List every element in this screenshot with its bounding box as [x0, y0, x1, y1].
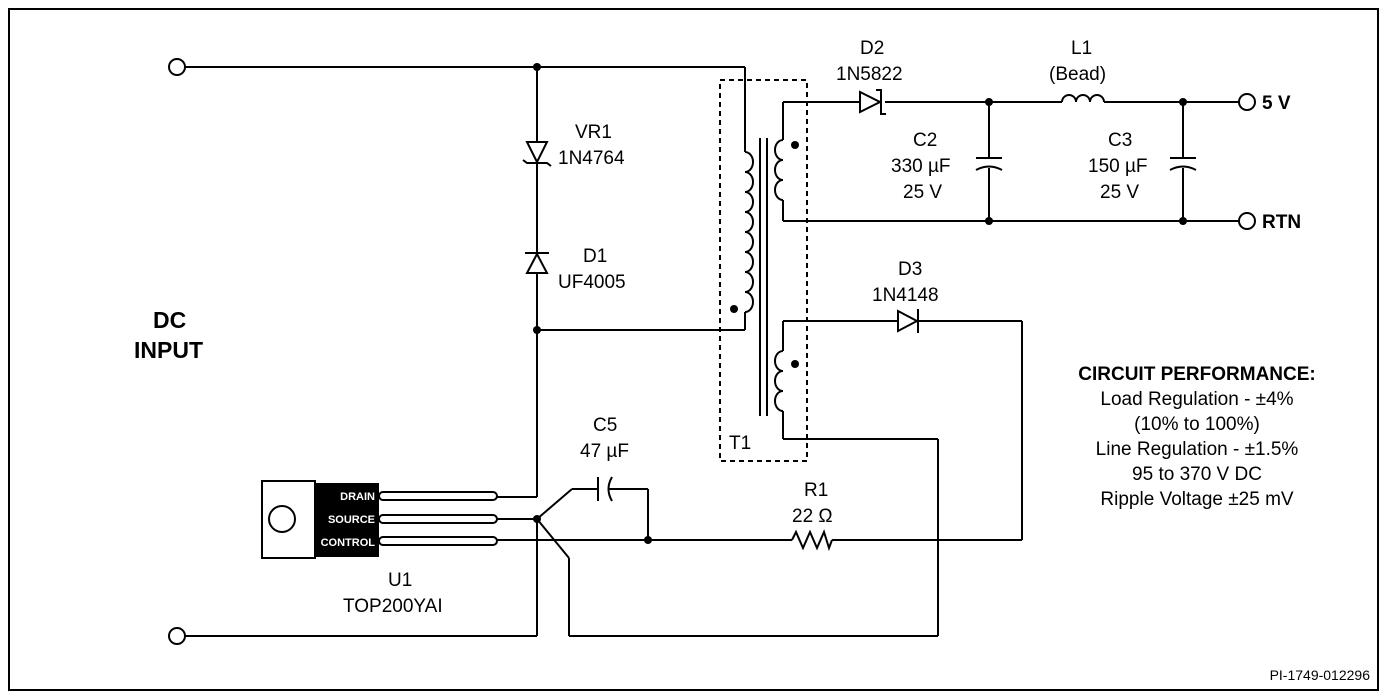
input-terminal-top: [168, 58, 186, 76]
c3-ref: C3: [1108, 130, 1132, 151]
c3-capacitor: C3 150 µF 25 V: [1088, 130, 1197, 203]
performance-line: Line Regulation - ±1.5%: [1096, 439, 1299, 460]
c2-capacitor: C2 330 µF 25 V: [891, 130, 1003, 203]
dc-input-label-line1: DC: [153, 307, 186, 333]
output-terminal-rtn: [1238, 212, 1256, 230]
d3-ref: D3: [898, 259, 922, 280]
d3-diode: D3 1N4148: [872, 259, 939, 333]
figure-id: PI-1749-012296: [1270, 667, 1371, 683]
performance-line: Load Regulation - ±4%: [1100, 389, 1293, 410]
u1-pin-source: SOURCE: [328, 514, 375, 526]
d3-part: 1N4148: [872, 285, 939, 306]
output-terminal-5v: [1238, 93, 1256, 111]
c3-voltage: 25 V: [1100, 182, 1139, 203]
performance-line: (10% to 100%): [1134, 414, 1260, 435]
figure-border: [8, 8, 1379, 691]
dc-input-label-line2: INPUT: [134, 337, 203, 363]
c5-ref: C5: [593, 415, 617, 436]
u1-top-switch: DRAIN SOURCE CONTROL U1 TOP200YAI: [261, 480, 498, 617]
vr1-part: 1N4764: [558, 148, 625, 169]
performance-line: Ripple Voltage ±25 mV: [1100, 489, 1293, 510]
r1-value: 22 Ω: [792, 506, 833, 527]
u1-ref: U1: [388, 570, 412, 591]
u1-pin-drain: DRAIN: [340, 491, 375, 503]
d1-part: UF4005: [558, 272, 626, 293]
c2-value: 330 µF: [891, 156, 951, 177]
d1-diode: D1 UF4005: [525, 246, 626, 293]
l1-ref: L1: [1071, 38, 1092, 59]
c2-ref: C2: [913, 130, 937, 151]
c5-value: 47 µF: [580, 441, 629, 462]
output-5v-label: 5 V: [1262, 93, 1291, 114]
d2-schottky-diode: D2 1N5822: [836, 38, 903, 115]
secondary-wires: 5 V RTN: [782, 93, 1301, 233]
r1-resistor: R1 22 Ω: [791, 480, 833, 552]
bias-wires: [497, 320, 1023, 637]
l1-bead-inductor: L1 (Bead): [1049, 38, 1106, 103]
c2-voltage: 25 V: [903, 182, 942, 203]
t1-ref: T1: [729, 433, 751, 454]
t1-transformer: T1: [719, 79, 808, 462]
vr1-zener-diode: VR1 1N4764: [522, 122, 625, 169]
output-rtn-label: RTN: [1262, 212, 1301, 233]
performance-title: CIRCUIT PERFORMANCE:: [1078, 364, 1316, 385]
d1-ref: D1: [583, 246, 607, 267]
input-terminal-bottom: [168, 627, 186, 645]
primary-wires: [168, 58, 746, 645]
circuit-performance: CIRCUIT PERFORMANCE: Load Regulation - ±…: [1078, 364, 1316, 510]
r1-ref: R1: [804, 480, 828, 501]
d2-ref: D2: [860, 38, 884, 59]
performance-line: 95 to 370 V DC: [1132, 464, 1262, 485]
u1-pin-control: CONTROL: [321, 537, 376, 549]
c5-capacitor: C5 47 µF: [580, 415, 629, 502]
l1-part: (Bead): [1049, 64, 1106, 85]
vr1-ref: VR1: [575, 122, 612, 143]
d2-part: 1N5822: [836, 64, 903, 85]
c3-value: 150 µF: [1088, 156, 1148, 177]
u1-part: TOP200YAI: [343, 596, 443, 617]
